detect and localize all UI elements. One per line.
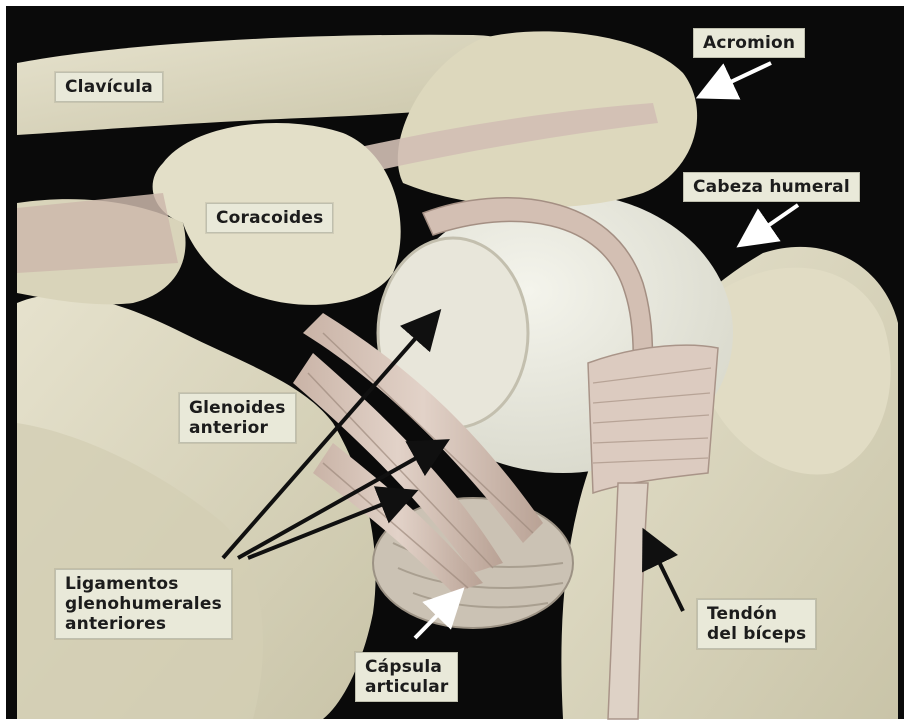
label-acromion: Acromion	[693, 28, 805, 58]
label-capsula-articular: Cápsula articular	[355, 652, 458, 702]
label-glenoides-anterior: Glenoides anterior	[179, 393, 296, 443]
label-coracoides: Coracoides	[206, 203, 333, 233]
label-cabeza-humeral: Cabeza humeral	[683, 172, 860, 202]
label-clavicula: Clavícula	[55, 72, 163, 102]
label-ligamentos-glenohumerales: Ligamentos glenohumerales anteriores	[55, 569, 232, 639]
label-tendon-biceps: Tendón del bíceps	[697, 599, 816, 649]
